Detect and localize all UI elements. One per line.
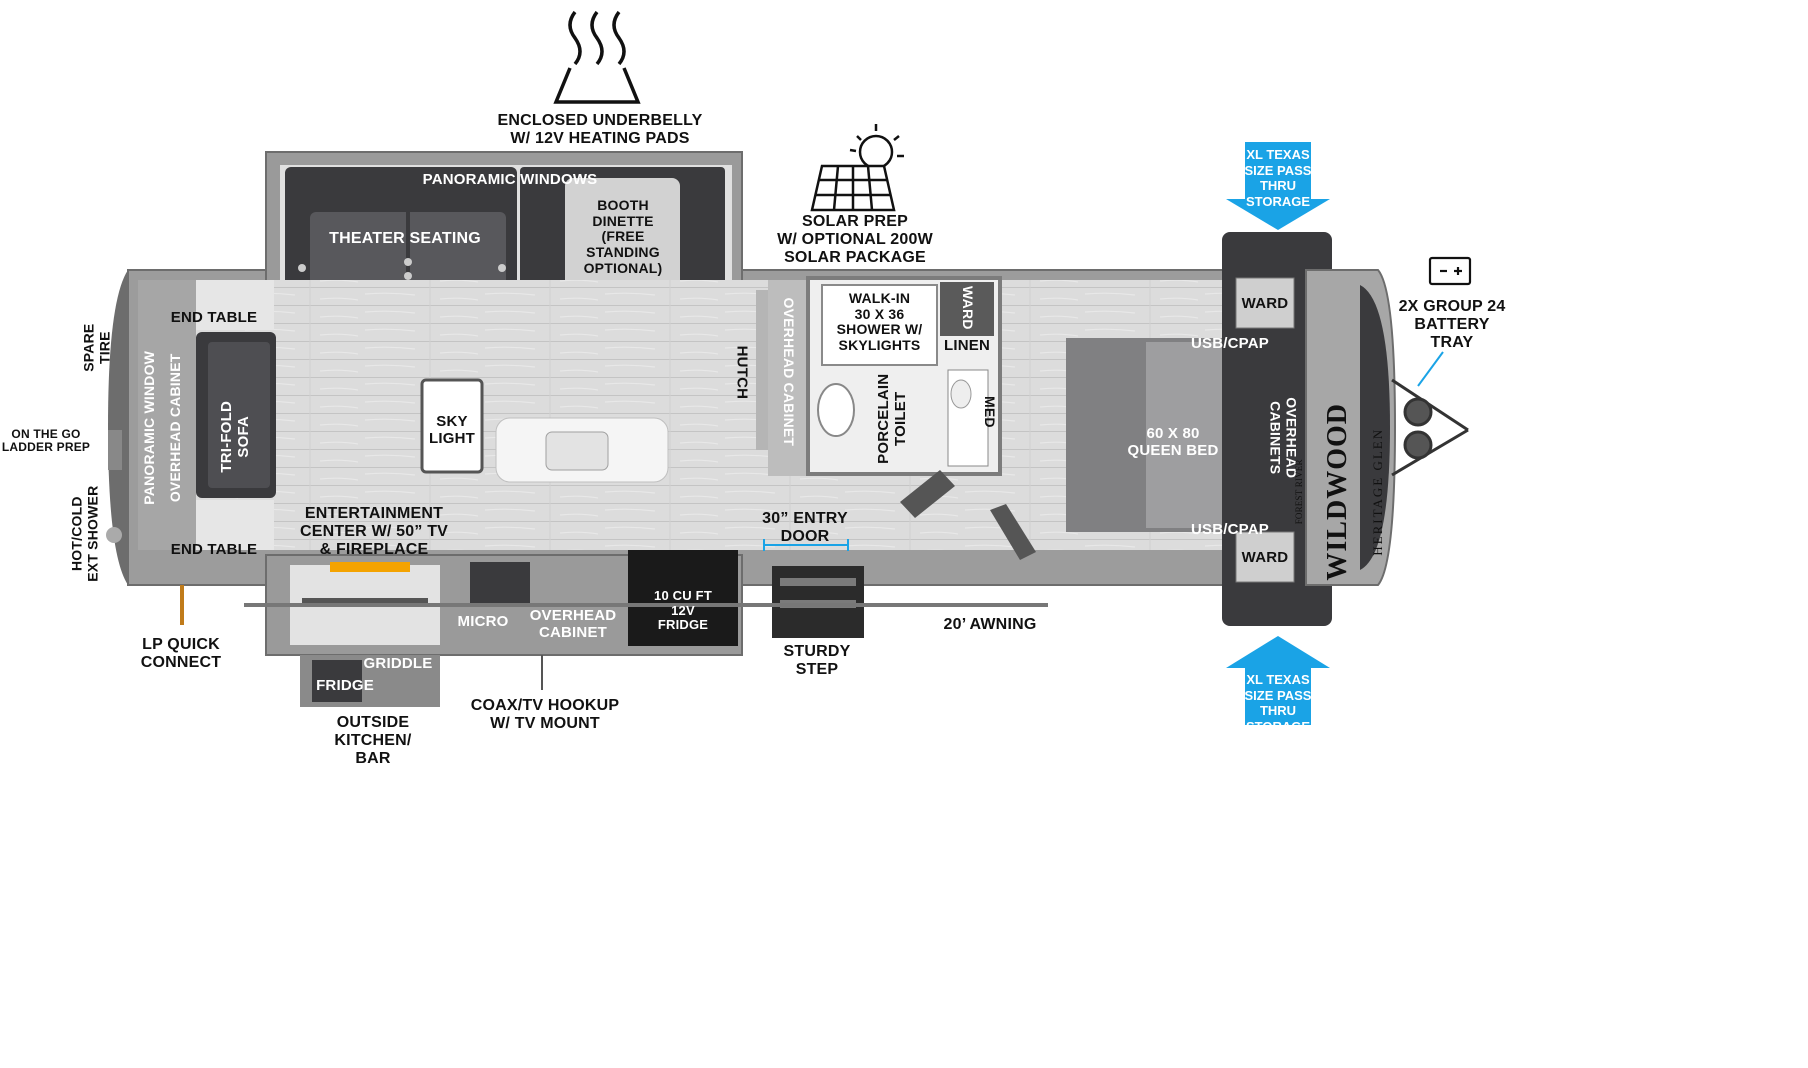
label-booth-dinette: BOOTH DINETTE (FREE STANDING OPTIONAL) — [583, 197, 663, 276]
label-sturdy-step: STURDY STEP — [783, 643, 851, 678]
label-xl-storage-top: XL TEXAS SIZE PASS THRU STORAGE — [1244, 147, 1312, 209]
label-ext-shower: HOT/COLD EXT SHOWER — [68, 485, 100, 582]
label-skylight: SKY LIGHT — [429, 413, 475, 447]
label-outside-kitchen: OUTSIDE KITCHEN/ BAR — [334, 714, 412, 767]
label-spare-tire: SPARE TIRE — [80, 323, 112, 372]
skylight — [420, 378, 484, 474]
label-ward-top: WARD — [1241, 295, 1289, 312]
label-awning: 20’ AWNING — [943, 616, 1037, 633]
label-panoramic-window: PANORAMIC WINDOW — [141, 350, 158, 505]
label-outside-fridge: FRIDGE — [316, 677, 374, 694]
label-ward-bath: WARD — [959, 286, 976, 330]
label-usb-top: USB/CPAP — [1191, 335, 1269, 352]
label-entry-door: 30” ENTRY DOOR — [762, 510, 848, 545]
label-micro: MICRO — [457, 613, 509, 630]
label-usb-bottom: USB/CPAP — [1191, 521, 1269, 538]
label-linen: LINEN — [944, 337, 990, 354]
label-lp: LP QUICK CONNECT — [140, 636, 222, 671]
label-overhead-cabinet-rear: OVERHEAD CABINET — [167, 353, 184, 503]
label-panoramic-windows: PANORAMIC WINDOWS — [422, 171, 598, 188]
booth-dinette — [520, 167, 725, 295]
label-battery: 2X GROUP 24 BATTERY TRAY — [1398, 298, 1506, 351]
heat-icon — [553, 10, 641, 104]
label-underbelly: ENCLOSED UNDERBELLY W/ 12V HEATING PADS — [497, 112, 703, 147]
label-med: MED — [981, 395, 998, 428]
brand-top-text: FOREST RIVER — [1294, 459, 1305, 525]
label-xl-storage-bottom: XL TEXAS SIZE PASS THRU STORAGE — [1244, 672, 1312, 734]
label-griddle: GRIDDLE — [363, 655, 433, 672]
battery-icon — [1428, 256, 1472, 286]
label-fridge: 10 CU FT 12V FRIDGE — [654, 588, 712, 633]
brand-logo: FOREST RIVER WILDWOOD HERITAGE GLEN — [1276, 402, 1404, 582]
storage-arrow-bottom — [1226, 636, 1330, 725]
theater-seating — [285, 167, 517, 293]
label-ladder: ON THE GO LADDER PREP — [1, 427, 91, 455]
label-bed: 60 X 80 QUEEN BED — [1127, 425, 1219, 459]
brand-name: WILDWOOD — [1322, 403, 1354, 581]
tri-fold-sofa — [196, 332, 276, 498]
label-ward-bottom: WARD — [1241, 549, 1289, 566]
label-overhead-cabinet-mid: OVERHEAD CABINET — [780, 297, 797, 447]
label-solar-prep: SOLAR PREP W/ OPTIONAL 200W SOLAR PACKAG… — [777, 213, 933, 266]
label-overhead-cabinet-kitchen: OVERHEAD CABINET — [529, 607, 617, 641]
label-sofa: TRI-FOLD SOFA — [218, 401, 252, 473]
label-end-table-bottom: END TABLE — [170, 541, 258, 558]
label-hutch: HUTCH — [733, 345, 751, 400]
label-entertainment: ENTERTAINMENT CENTER W/ 50” TV & FIREPLA… — [299, 505, 449, 558]
hitch — [1391, 378, 1469, 477]
solar-panel-icon — [810, 124, 904, 212]
label-toilet: PORCELAIN TOILET — [875, 373, 909, 464]
brand-subtitle: HERITAGE GLEN — [1370, 427, 1386, 556]
label-end-table-top: END TABLE — [170, 309, 258, 326]
sturdy-step — [772, 566, 864, 638]
label-shower: WALK-IN 30 X 36 SHOWER W/ SKYLIGHTS — [836, 290, 923, 354]
storage-arrow-top — [1226, 142, 1330, 230]
label-coax: COAX/TV HOOKUP W/ TV MOUNT — [470, 697, 620, 732]
fridge-unit — [628, 550, 738, 646]
label-theater-seating: THEATER SEATING — [329, 230, 481, 247]
